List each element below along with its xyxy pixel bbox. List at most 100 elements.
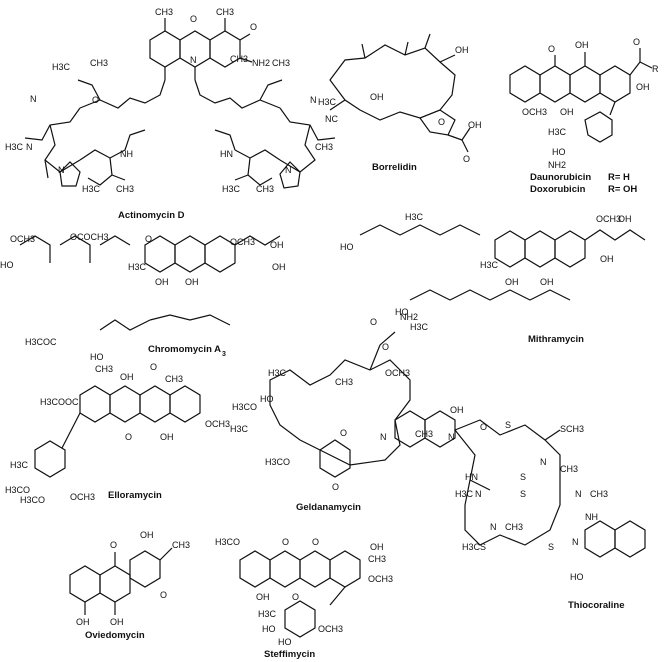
- ch3-label: CH3: [256, 184, 274, 194]
- o-label: O: [292, 592, 299, 602]
- oh-label: OH: [120, 372, 134, 382]
- oh-label: OH: [370, 542, 384, 552]
- geldanamycin-structure: NH2 O O OCH3 H3C CH3 HO H3CO CH3 H3C N H…: [230, 312, 433, 513]
- och3-label: OCH3: [522, 107, 547, 117]
- oh-label: OH: [468, 120, 482, 130]
- o-label: O: [480, 422, 487, 432]
- oh-label: OH: [636, 82, 650, 92]
- oh-label: OH: [140, 530, 154, 540]
- h3c-label: H3C: [268, 368, 287, 378]
- actinomycin-d-caption: Actinomycin D: [118, 210, 185, 221]
- oh-label: OH: [505, 277, 519, 287]
- oh-label: OH: [600, 254, 614, 264]
- ho-label: HO: [90, 352, 104, 362]
- o-label: O: [150, 362, 157, 372]
- ch3-label: CH3: [505, 522, 523, 532]
- ch3-label: CH3: [216, 7, 234, 17]
- h3cs-label: H3CS: [462, 542, 486, 552]
- geldanamycin-caption: Geldanamycin: [296, 502, 361, 513]
- h3co-label: H3CO: [232, 402, 257, 412]
- ho-label: HO: [278, 637, 292, 647]
- oh-label: OH: [256, 592, 270, 602]
- o-label: O: [633, 37, 640, 47]
- h3co-label: H3CO: [215, 537, 240, 547]
- o-label: O: [463, 154, 470, 164]
- ho-label: HO: [552, 147, 566, 157]
- elloramycin-structure: CH3 O CH3 H3COOC OH O OH OCH3 H3C H3CO H…: [5, 362, 230, 505]
- och3-label: OCH3: [205, 419, 230, 429]
- o-label: O: [548, 44, 555, 54]
- h3c-label: H3C: [82, 184, 101, 194]
- o-label: O: [332, 482, 339, 492]
- s-label: S: [520, 472, 526, 482]
- n-label: N: [26, 142, 33, 152]
- borrelidin-structure: H3C NC OH OH O OH O Borrelidin: [318, 33, 482, 173]
- h3c-label: H3C: [455, 489, 474, 499]
- s-label: S: [505, 420, 511, 430]
- steffimycin-caption: Steffimycin: [264, 649, 315, 660]
- h3cooc-label: H3COOC: [40, 397, 79, 407]
- h3c-label: H3C: [230, 424, 249, 434]
- o-label: O: [282, 537, 289, 547]
- oh-label: OH: [450, 405, 464, 415]
- h3c-label: H3C: [52, 62, 71, 72]
- ch3-label: CH3: [116, 184, 134, 194]
- s-label: S: [520, 489, 526, 499]
- ch3-label: CH3: [368, 554, 386, 564]
- ch3-label: CH3: [155, 7, 173, 17]
- hn-label: HN: [220, 149, 233, 159]
- mithramycin-structure: H3C HO OCH3 OH OH H3C OH OH HO H3C Mithr…: [340, 212, 646, 345]
- ho-label: HO: [262, 624, 276, 634]
- oh-label: OH: [560, 107, 574, 117]
- ho-label: HO: [340, 242, 354, 252]
- n-label: N: [572, 537, 579, 547]
- s-label: S: [548, 542, 554, 552]
- h3coc-label: H3COC: [25, 337, 57, 347]
- ch3-label: CH3: [415, 429, 433, 439]
- o-label: O: [190, 14, 197, 24]
- oh-label: OH: [110, 617, 124, 627]
- nh-label: NH: [120, 149, 133, 159]
- h3co-label: H3CO: [20, 495, 45, 505]
- nh2-label: NH2: [548, 160, 566, 170]
- borrelidin-caption: Borrelidin: [372, 162, 417, 173]
- o-label: O: [250, 22, 257, 32]
- hn-label: HN: [465, 472, 478, 482]
- o-label: O: [382, 342, 389, 352]
- doxorubicin-r-label: R= OH: [608, 184, 637, 195]
- ho-label: HO: [260, 394, 274, 404]
- n-label: N: [58, 165, 65, 175]
- h3c-label: H3C: [480, 260, 499, 270]
- o-label: O: [312, 537, 319, 547]
- n-label: N: [575, 489, 582, 499]
- daunorubicin-doxorubicin-structure: OH O O R OH OCH3 OH H3C HO NH2 Daunorubi…: [509, 37, 659, 195]
- o-label: O: [370, 317, 377, 327]
- och3-label: OCH3: [230, 237, 255, 247]
- h3c-label: H3C: [318, 97, 337, 107]
- oviedomycin-structure: OH CH3 O O OH OH Oviedomycin: [69, 530, 190, 641]
- n-label: N: [285, 165, 292, 175]
- o-label: O: [438, 117, 445, 127]
- steffimycin-structure: H3CO O O OH CH3 OCH3 OH O H3C HO HO OCH3…: [215, 537, 393, 660]
- o-label: O: [92, 95, 99, 105]
- ch3-label: CH3: [335, 377, 353, 387]
- nh2-label: NH2: [400, 312, 418, 322]
- n-label: N: [490, 522, 497, 532]
- r-label: R: [652, 64, 659, 74]
- oh-label: OH: [540, 277, 554, 287]
- daunorubicin-r-label: R= H: [608, 172, 630, 183]
- chromomycin-a3-structure: OCH3 OCOCH3 HO O OCH3 OH OH H3C OH OH H3…: [0, 232, 286, 362]
- chromomycin-a3-caption: Chromomycin A: [148, 344, 221, 355]
- h3c-label: H3C: [410, 322, 429, 332]
- ch3-label: CH3: [95, 364, 113, 374]
- h3c-label: H3C: [405, 212, 424, 222]
- oh-label: OH: [155, 277, 169, 287]
- n-label: N: [380, 432, 387, 442]
- och3-label: OCH3: [596, 214, 621, 224]
- h3c-label: H3C: [128, 262, 147, 272]
- och3-label: OCH3: [70, 492, 95, 502]
- thiocoraline-caption: Thiocoraline: [568, 600, 624, 611]
- ch3-label: CH3: [165, 374, 183, 384]
- sch3-label: SCH3: [560, 424, 584, 434]
- n-label: N: [540, 457, 547, 467]
